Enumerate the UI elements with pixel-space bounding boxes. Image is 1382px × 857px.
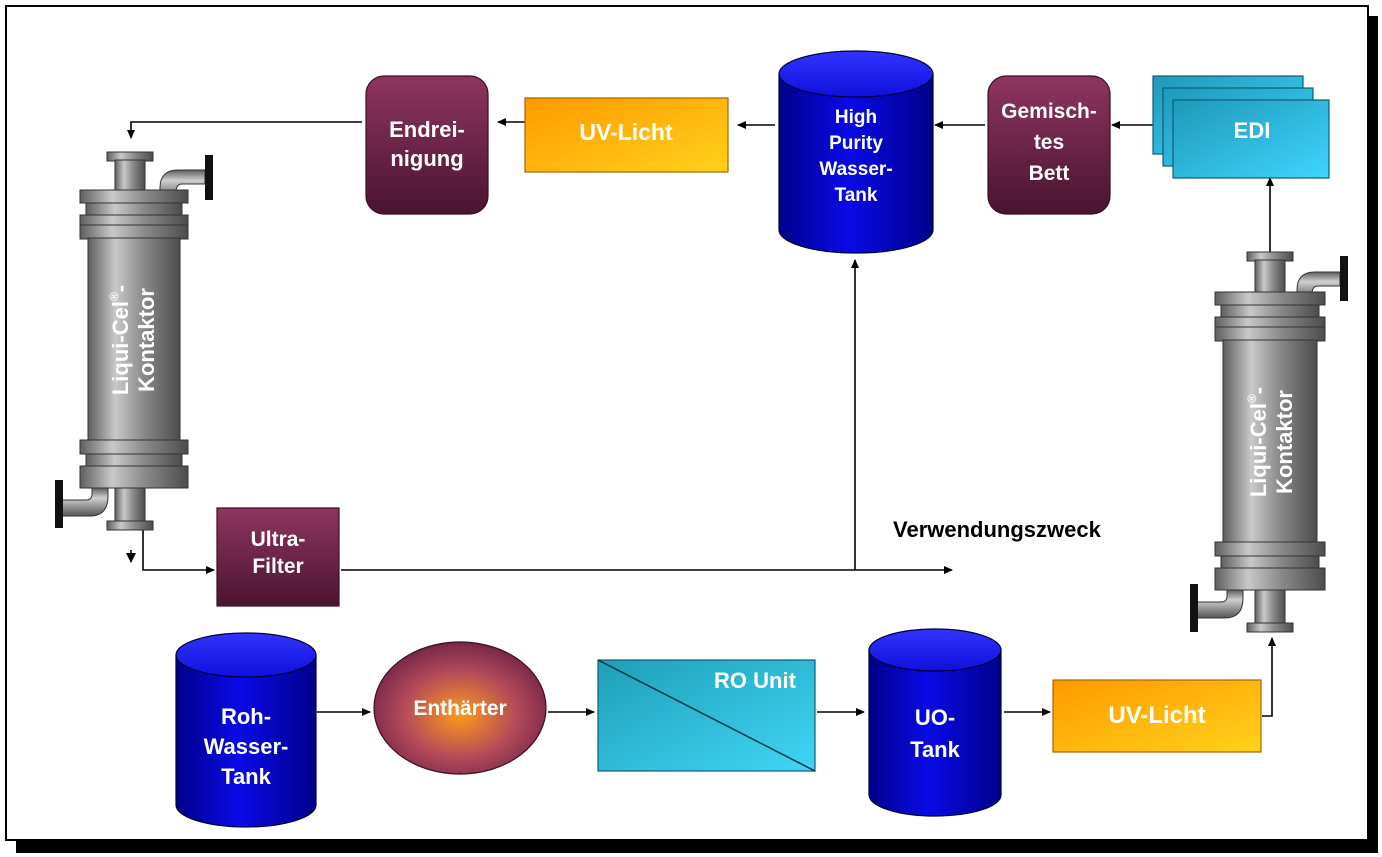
uv-light-bottom-label: UV-Licht	[1108, 702, 1205, 729]
ro-unit-label: RO Unit	[714, 668, 797, 693]
contactor-left-label-1: Liqui-Cel®-	[107, 285, 133, 395]
uo-tank-label-2: Tank	[910, 737, 960, 762]
raw-water-label-1: Roh-	[221, 704, 271, 729]
high-purity-label-4: Tank	[835, 185, 878, 206]
uv-light-top-label: UV-Licht	[579, 119, 673, 145]
uo-tank-label-1: UO-	[915, 705, 955, 730]
softener-label: Enthärter	[413, 697, 506, 720]
ultra-filter-label-1: Ultra-	[251, 528, 306, 551]
contactor-left-label-2: Kontaktor	[134, 288, 159, 392]
connections	[126, 118, 1276, 717]
liqui-cel-contactor-right: Liqui-Cel®- Kontaktor	[1190, 251, 1348, 633]
high-purity-label-1: High	[835, 107, 877, 128]
mixed-bed-box: Gemisch- tes Bett	[987, 75, 1111, 215]
raw-water-label-3: Tank	[221, 764, 271, 789]
raw-water-label-2: Wasser-	[204, 734, 289, 759]
endreinigung-label-1: Endrei-	[389, 117, 465, 142]
uo-tank: UO- Tank	[868, 628, 1002, 817]
raw-water-tank: Roh- Wasser- Tank	[175, 632, 317, 828]
liqui-cel-contactor-left: Liqui-Cel®- Kontaktor	[55, 151, 213, 531]
softener: Enthärter	[373, 641, 547, 775]
mixed-bed-label-1: Gemisch-	[1001, 100, 1097, 123]
ultra-filter-label-2: Filter	[252, 555, 303, 578]
contactor-right-label-2: Kontaktor	[1272, 390, 1297, 494]
endreinigung-box: Endrei- nigung	[365, 75, 489, 215]
contactor-right-label-1: Liqui-Cel®-	[1245, 387, 1271, 497]
high-purity-label-3: Wasser-	[819, 159, 892, 180]
uv-light-bottom-box: UV-Licht	[1052, 679, 1262, 753]
endreinigung-label-2: nigung	[390, 146, 463, 171]
point-of-use-label: Verwendungszweck	[893, 517, 1102, 542]
high-purity-label-2: Purity	[829, 133, 883, 154]
ultra-filter-box: Ultra- Filter	[216, 507, 340, 607]
ro-unit: RO Unit	[597, 659, 816, 772]
edi-label: EDI	[1234, 118, 1271, 143]
high-purity-tank: High Purity Wasser- Tank	[778, 50, 934, 254]
uv-light-top-box: UV-Licht	[524, 97, 729, 173]
edi-stack: EDI	[1152, 75, 1330, 179]
mixed-bed-label-3: Bett	[1029, 162, 1070, 185]
mixed-bed-label-2: tes	[1034, 131, 1064, 154]
